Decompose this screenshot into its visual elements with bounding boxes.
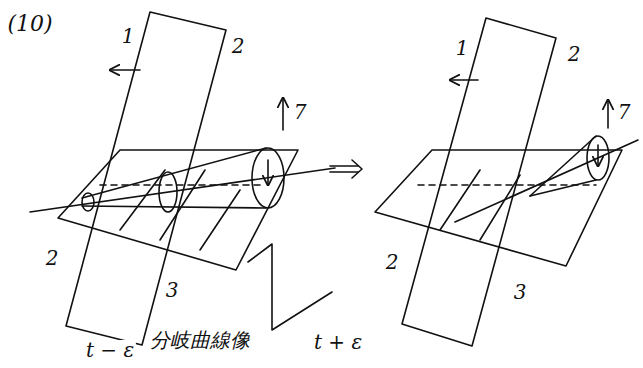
transition-arrow bbox=[352, 160, 362, 178]
region-number: 2 bbox=[566, 44, 583, 64]
bracket-line bbox=[248, 244, 332, 330]
transition-arrow bbox=[330, 171, 358, 173]
ruling-line bbox=[480, 175, 520, 240]
direction-arrow bbox=[110, 69, 140, 71]
direction-arrow bbox=[607, 100, 609, 128]
ruling-line bbox=[200, 190, 240, 250]
vertical-plane bbox=[66, 12, 226, 345]
vertical-plane bbox=[402, 18, 556, 346]
plane-crossing bbox=[418, 184, 596, 186]
cone-section bbox=[159, 172, 177, 212]
plane-crossing bbox=[100, 184, 262, 186]
region-number: 7 bbox=[616, 102, 633, 122]
cone-base bbox=[587, 136, 609, 180]
figure-number: (10) bbox=[5, 13, 54, 35]
direction-arrow bbox=[267, 160, 269, 185]
region-number: 7 bbox=[292, 102, 309, 122]
region-number: 3 bbox=[164, 280, 181, 300]
cone-edge bbox=[82, 148, 266, 198]
region-number: 2 bbox=[384, 252, 401, 272]
caption-text: 分岐曲線像 bbox=[148, 330, 252, 350]
cone-edge bbox=[530, 136, 596, 196]
region-number: 3 bbox=[512, 282, 529, 302]
region-number: 2 bbox=[230, 36, 247, 56]
time-label: t + ε bbox=[312, 332, 364, 352]
region-number: 2 bbox=[44, 248, 61, 268]
ruling-line bbox=[440, 170, 480, 230]
time-label: t − ε bbox=[84, 340, 136, 360]
cone-edge bbox=[82, 206, 266, 208]
ruling-line bbox=[120, 170, 165, 230]
direction-arrow bbox=[597, 145, 599, 166]
cone-edge bbox=[530, 180, 596, 196]
transition-arrow bbox=[330, 165, 358, 167]
region-number: 1 bbox=[454, 38, 471, 58]
cone-base bbox=[252, 148, 284, 208]
direction-arrow bbox=[282, 98, 284, 130]
direction-arrow bbox=[450, 79, 478, 81]
ruling-line bbox=[160, 170, 205, 240]
region-number: 1 bbox=[120, 26, 137, 46]
